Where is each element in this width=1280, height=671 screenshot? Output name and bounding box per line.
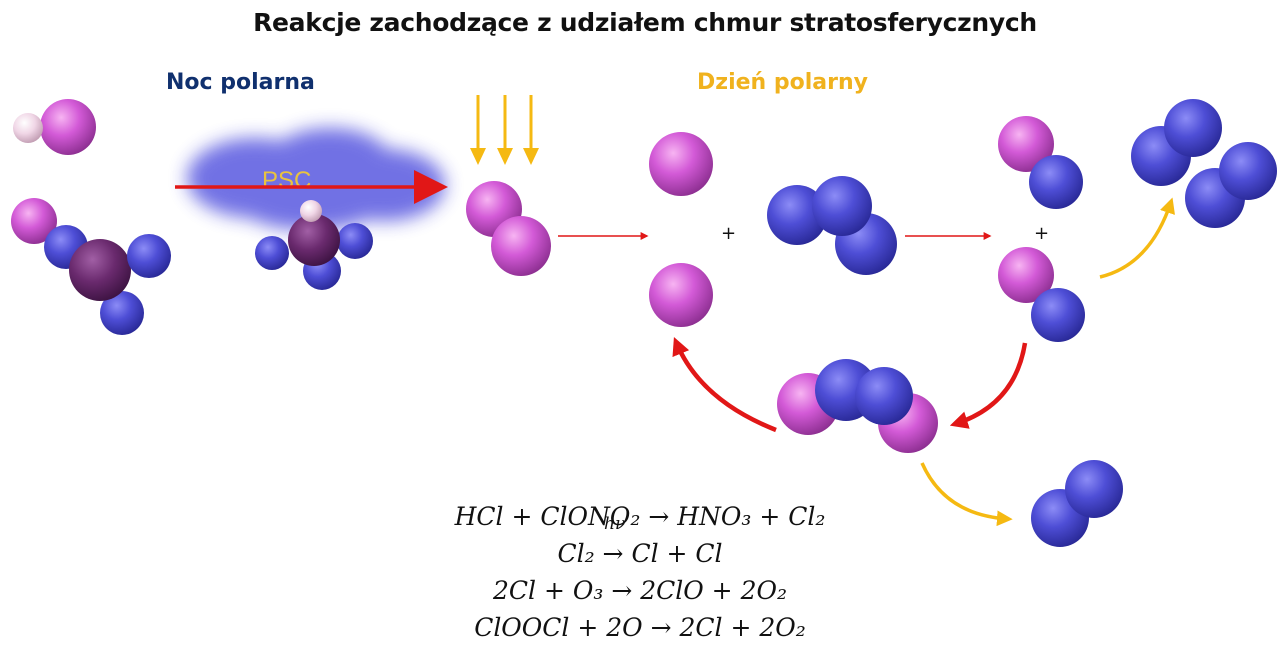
- plus-sign: +: [721, 223, 736, 244]
- hno3-molecule: [255, 200, 373, 290]
- cl2-molecule: [466, 181, 551, 276]
- sunlight-arrows: [470, 95, 539, 165]
- o2-molecule: [1185, 142, 1277, 228]
- o2-molecule: [1031, 460, 1123, 547]
- hcl-molecule: [13, 99, 96, 155]
- psc-cloud: [187, 128, 445, 230]
- o2-molecule: [1131, 99, 1222, 186]
- equation-2: Cl₂ → Cl + Cl: [557, 539, 723, 568]
- equations-block: HCl + ClONO₂ → HNO₃ + Cl₂ hν Cl₂ → Cl + …: [420, 498, 860, 646]
- dimerization-arrow: [949, 342, 1028, 429]
- regeneration-arrow: [672, 337, 777, 433]
- polar-night-label: Noc polarna: [166, 70, 315, 95]
- equation-2-wrap: hν Cl₂ → Cl + Cl: [420, 516, 860, 572]
- equation-1: HCl + ClONO₂ → HNO₃ + Cl₂: [454, 502, 826, 531]
- psc-arrow: [175, 170, 448, 204]
- psc-label: PSC: [262, 167, 311, 194]
- cl-atom: [649, 132, 713, 196]
- clooclo-molecule: [777, 359, 938, 453]
- clo-molecule: [998, 116, 1083, 209]
- equation-4: ClOOCl + 2O → 2Cl + 2O₂: [474, 613, 806, 642]
- polar-day-label: Dzień polarny: [697, 70, 868, 95]
- cl-atom: [649, 263, 713, 327]
- o2-release-arrow: [1099, 197, 1175, 279]
- equation-3: 2Cl + O₃ → 2ClO + 2O₂: [492, 576, 788, 605]
- diagram-title: Reakcje zachodzące z udziałem chmur stra…: [253, 8, 1037, 37]
- plus-sign: +: [1034, 223, 1049, 244]
- photon-annotation: hν: [604, 514, 626, 534]
- clo-molecule: [998, 247, 1085, 342]
- o2-release-arrow: [920, 462, 1013, 527]
- clono2-molecule: [11, 198, 171, 335]
- o3-molecule: [767, 176, 897, 275]
